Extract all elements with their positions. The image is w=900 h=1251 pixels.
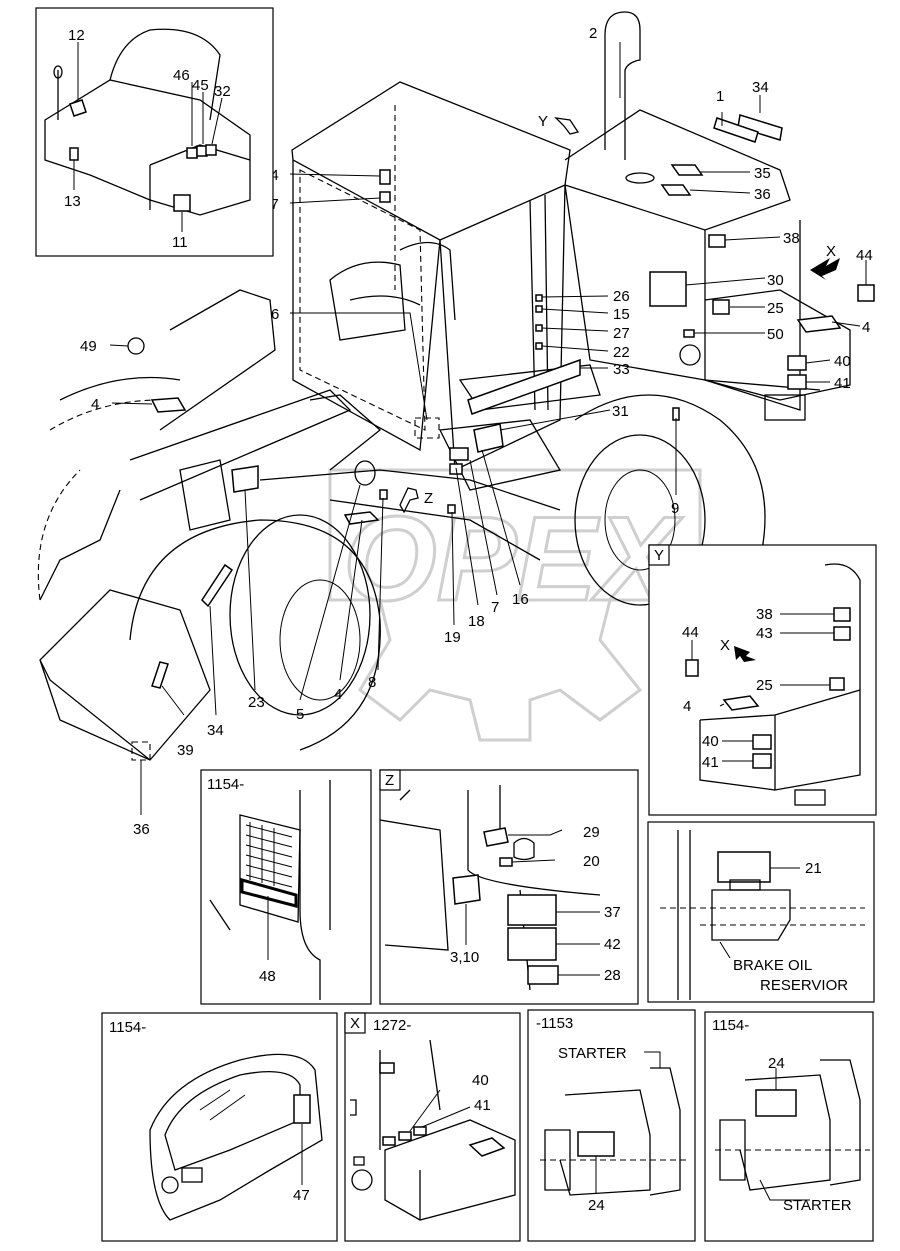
inset-brake-caption-2: RESERVIOR — [760, 977, 848, 994]
inset-brake-callout-21: 21 — [805, 860, 822, 877]
inset-starter-new-callout-24: 24 — [768, 1055, 785, 1072]
callout-30: 30 — [767, 272, 784, 289]
callout-11: 11 — [172, 234, 188, 251]
callout-49: 49 — [80, 338, 97, 355]
inset-y-callout-4: 4 — [683, 698, 691, 715]
inset-y-callout-43: 43 — [756, 625, 773, 642]
callout-35: 35 — [754, 165, 771, 182]
inset-y-tag: Y — [654, 547, 664, 564]
callout-33: 33 — [613, 361, 630, 378]
callout-19: 19 — [444, 629, 461, 646]
inset-starter-old-title: -1153 — [536, 1015, 573, 1032]
inset-view-z: Z 29 20 37 42 3,10 28 — [379, 769, 639, 1005]
inset-dash-title: 1154- — [109, 1019, 146, 1036]
callout-7: 7 — [491, 599, 499, 616]
view-arrow-label-x: X — [826, 243, 836, 260]
callout-26: 26 — [613, 288, 630, 305]
callout-38: 38 — [783, 230, 800, 247]
inset-starter-old-callout-24: 24 — [588, 1197, 605, 1214]
inset-dashboard: 1154- 47 — [101, 1012, 338, 1242]
callout-4-boom: 4 — [91, 396, 99, 413]
callout-22: 22 — [613, 344, 630, 361]
callout-1: 1 — [716, 88, 724, 105]
callout-16: 16 — [512, 591, 529, 608]
inset-starter-new-title: 1154- — [712, 1017, 749, 1034]
inset-y-callout-40: 40 — [702, 733, 719, 750]
inset-starter-old-caption: STARTER — [558, 1045, 627, 1062]
inset-z-callout-29: 29 — [583, 824, 600, 841]
inset-view-x: X 1272- 40 41 — [344, 1012, 521, 1242]
main-view: 1 2 34 Y 35 36 38 X 44 30 26 15 25 4 27 … — [37, 11, 875, 838]
watermark-text: OPEX — [343, 492, 683, 626]
watermark-logo: OPEX — [328, 468, 702, 742]
callout-45: 45 — [192, 77, 209, 94]
callout-44: 44 — [856, 247, 873, 264]
inset-z-callout-42: 42 — [604, 936, 621, 953]
inset-view-y: Y 38 43 44 X 25 4 40 41 — [648, 544, 877, 816]
callout-36-bucket: 36 — [133, 821, 150, 838]
callout-2: 2 — [589, 25, 597, 42]
inset-z-tag: Z — [385, 772, 394, 789]
inset-starter-new: 1154- 24 STARTER — [704, 1011, 874, 1242]
inset-z-callout-20: 20 — [583, 853, 600, 870]
callout-34-top: 34 — [752, 79, 769, 96]
inset-grille: 1154- 48 — [200, 769, 372, 1005]
inset-y-callout-25: 25 — [756, 677, 773, 694]
callout-27: 27 — [613, 325, 630, 342]
callout-4-rear: 4 — [862, 319, 870, 336]
inset-x-callout-40: 40 — [472, 1072, 489, 1089]
callout-41: 41 — [834, 375, 851, 392]
inset-y-callout-44: 44 — [682, 624, 699, 641]
inset-y-arrow-x: X — [720, 637, 730, 654]
inset-starter-new-caption: STARTER — [783, 1197, 852, 1214]
inset-z-callout-28: 28 — [604, 967, 621, 984]
inset-y-callout-41: 41 — [702, 754, 719, 771]
callout-6: 6 — [271, 306, 279, 323]
callout-36-hood: 36 — [754, 186, 771, 203]
callout-32: 32 — [214, 83, 231, 100]
callout-18: 18 — [468, 613, 485, 630]
inset-x-tag: X — [350, 1015, 360, 1032]
callout-13: 13 — [64, 193, 81, 210]
inset-grille-callout-48: 48 — [259, 968, 276, 985]
inset-x-callout-41: 41 — [474, 1097, 491, 1114]
callout-8: 8 — [368, 674, 376, 691]
callout-12: 12 — [68, 27, 85, 44]
callout-39: 39 — [177, 742, 194, 759]
inset-y-callout-38: 38 — [756, 606, 773, 623]
callout-23: 23 — [248, 694, 265, 711]
callout-40: 40 — [834, 353, 851, 370]
callout-31: 31 — [612, 403, 629, 420]
inset-x-title: 1272- — [373, 1017, 411, 1034]
callout-4-frame: 4 — [334, 686, 342, 703]
callout-5: 5 — [296, 706, 304, 723]
inset-z-callout-37: 37 — [604, 904, 621, 921]
callout-15: 15 — [613, 306, 630, 323]
callout-46: 46 — [173, 67, 190, 84]
inset-grille-title: 1154- — [207, 776, 244, 793]
inset-seat: 12 46 45 32 13 11 — [35, 7, 274, 257]
inset-brake-reservoir: 21 BRAKE OIL RESERVIOR — [647, 821, 875, 1003]
callout-9: 9 — [671, 500, 679, 517]
callout-50: 50 — [767, 326, 784, 343]
inset-dash-callout-47: 47 — [293, 1187, 310, 1204]
callout-25: 25 — [767, 300, 784, 317]
inset-starter-old: -1153 STARTER 24 — [527, 1009, 696, 1242]
callout-34-arm: 34 — [207, 722, 224, 739]
view-arrow-label-y: Y — [538, 113, 548, 130]
inset-brake-caption-1: BRAKE OIL — [733, 957, 812, 974]
view-arrow-label-z: Z — [424, 490, 433, 507]
inset-z-callout-3-10: 3,10 — [450, 949, 479, 966]
